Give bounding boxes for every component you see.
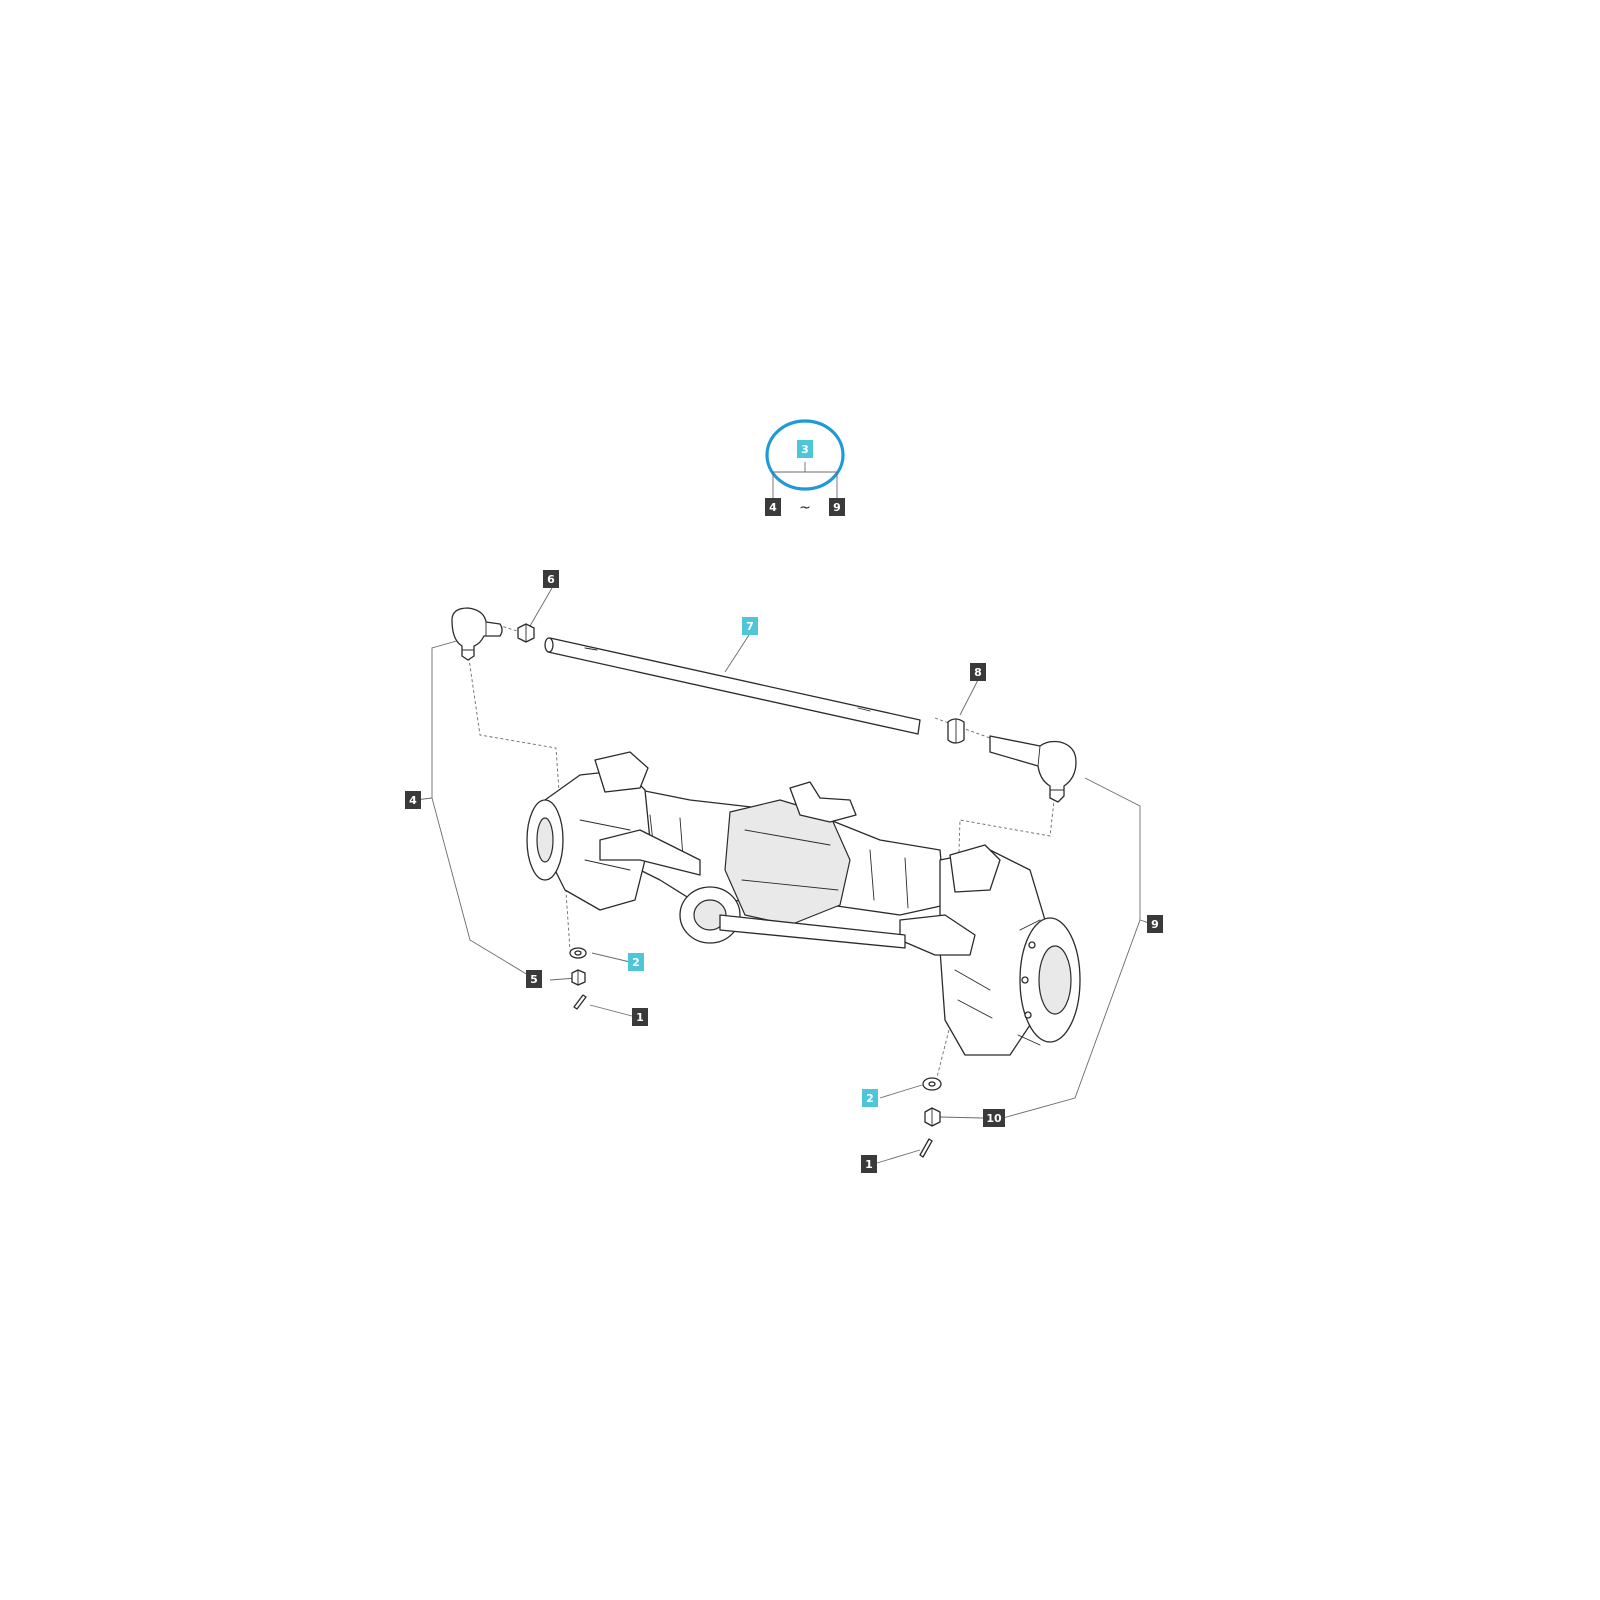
washer-2-right[interactable] xyxy=(922,1077,942,1091)
callout-6[interactable]: 6 xyxy=(543,570,559,588)
callout-1-left[interactable]: 1 xyxy=(632,1008,648,1026)
castle-nut-5[interactable] xyxy=(571,969,586,986)
group-bracket xyxy=(772,462,838,502)
tie-rod-assembly[interactable] xyxy=(451,607,1077,803)
group-range-to-box xyxy=(829,498,845,516)
left-hardware[interactable] xyxy=(569,947,587,1010)
group-range-to: 9 xyxy=(833,501,841,514)
callout-10[interactable]: 10 xyxy=(983,1109,1005,1127)
group-range-separator: ~ xyxy=(799,500,811,516)
callout-5[interactable]: 5 xyxy=(526,970,542,988)
svg-text:1: 1 xyxy=(865,1158,873,1171)
left-knuckle[interactable] xyxy=(526,751,701,911)
svg-text:6: 6 xyxy=(547,573,555,586)
right-tie-rod-end[interactable] xyxy=(989,735,1077,803)
callout-7[interactable]: 7 xyxy=(742,617,758,635)
cotter-pin-1-right[interactable] xyxy=(919,1138,933,1158)
callout-9[interactable]: 9 xyxy=(1147,915,1163,933)
right-hardware[interactable] xyxy=(919,1077,942,1158)
callouts: 6 7 8 4 9 5 2 1 xyxy=(405,570,1163,1173)
front-axle-housing[interactable] xyxy=(526,751,1081,1056)
leader-lines xyxy=(414,587,1153,1164)
group-header[interactable]: 3 4 ~ 9 xyxy=(765,419,845,516)
svg-text:7: 7 xyxy=(746,620,754,633)
nut-8[interactable] xyxy=(947,718,965,744)
callout-4[interactable]: 4 xyxy=(405,791,421,809)
group-range-from-box xyxy=(765,498,781,516)
group-label: 3 xyxy=(801,443,809,456)
callout-2-left[interactable]: 2 xyxy=(628,953,644,971)
group-range-from: 4 xyxy=(769,501,777,514)
nut-6[interactable] xyxy=(517,623,535,643)
callout-2-right[interactable]: 2 xyxy=(862,1089,878,1107)
svg-text:2: 2 xyxy=(632,956,640,969)
castle-nut-10[interactable] xyxy=(924,1107,941,1127)
washer-2-left[interactable] xyxy=(569,947,587,959)
left-tie-rod-end[interactable] xyxy=(451,607,503,661)
selection-ring xyxy=(765,419,845,491)
svg-text:4: 4 xyxy=(409,794,417,807)
svg-text:9: 9 xyxy=(1151,918,1159,931)
callout-8[interactable]: 8 xyxy=(970,663,986,681)
callout-1-right[interactable]: 1 xyxy=(861,1155,877,1173)
svg-text:5: 5 xyxy=(530,973,538,986)
svg-text:1: 1 xyxy=(636,1011,644,1024)
tie-rod-tube-7[interactable] xyxy=(544,637,921,735)
right-knuckle[interactable] xyxy=(899,844,1081,1056)
svg-text:2: 2 xyxy=(866,1092,874,1105)
svg-text:8: 8 xyxy=(974,666,982,679)
cotter-pin-1-left[interactable] xyxy=(573,994,587,1010)
group-label-box xyxy=(797,440,813,458)
svg-text:10: 10 xyxy=(986,1112,1002,1125)
